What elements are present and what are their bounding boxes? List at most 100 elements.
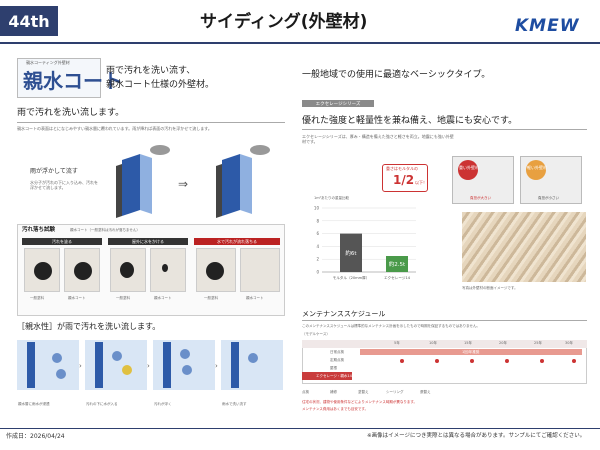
hydro-step-4: 雨水で洗い流す <box>222 402 247 406</box>
hydro-panel <box>17 340 79 390</box>
swatch-label-2: 親水コート <box>68 296 86 300</box>
y-tick-label: 6 <box>316 231 319 236</box>
series-tag: エクセレージシリーズ <box>302 100 374 107</box>
y-tick-label: 10 <box>314 206 320 211</box>
check-dot <box>572 359 576 363</box>
check-dot <box>505 359 509 363</box>
legend-2: 補修 <box>330 390 337 394</box>
swatch-label-5: 一般塗料 <box>204 296 218 300</box>
y-tick-label: 4 <box>316 244 319 249</box>
page-number-badge: 44th <box>0 6 58 36</box>
legend-3: 塗替え <box>358 390 369 394</box>
water-molecule <box>248 353 258 363</box>
maint-note-1: 住宅の状況、建物や使用条件などによりメンテナンス時期が異なります。 <box>302 400 418 404</box>
series-desc: エクセレージシリーズは、厚み・構造を備えた強さと軽さを両立。地震にも強い外壁材で… <box>302 134 454 145</box>
divider <box>17 122 285 123</box>
arrow-icon: › <box>79 362 82 370</box>
hydro-diagram: › › › <box>17 340 283 390</box>
hydro-panel <box>221 340 283 390</box>
intro-line-2: 親水コート仕様の外壁材。 <box>106 80 215 90</box>
page-number: 44th <box>8 11 50 31</box>
arrow-icon: ⇒ <box>178 177 188 191</box>
test-step-3: 水で汚れが流れ落ちる <box>194 238 280 245</box>
water-molecule <box>182 365 192 375</box>
check-dot <box>435 359 439 363</box>
wall-back-left <box>116 164 122 218</box>
light-house <box>520 156 582 204</box>
hydro-panel <box>153 340 215 390</box>
hydro-step-3: 汚れが浮く <box>154 402 172 406</box>
dirt-particle <box>122 365 132 375</box>
product-logo: 親水コーティング外壁材 親水コート <box>17 58 123 98</box>
swatch-label-3: 一般塗料 <box>116 296 130 300</box>
created-date: 作成日：2026/04/24 <box>6 433 65 440</box>
test-step-1: 汚れを塗る <box>22 238 102 245</box>
series-heading: 優れた強度と軽量性を兼ね備え、地震にも安心です。 <box>302 116 518 126</box>
stain <box>206 262 224 280</box>
year-label: 25年 <box>534 341 542 345</box>
heavy-badge <box>458 160 478 180</box>
right-intro: 一般地域での使用に最適なベーシックタイプ。 <box>302 70 491 80</box>
callout-pre: 重さはモルタルの <box>386 166 418 171</box>
maint-desc: このメンテナンススケジュールは標準的なメンテナンス計画を示したもので時期を保証す… <box>302 324 481 328</box>
wall-diagram: ⇒ <box>116 145 270 218</box>
wall-side-left <box>140 154 152 214</box>
data-label: 約2.5t <box>389 260 406 268</box>
chart-caption: 1m²あたりの重量比較 <box>314 196 350 200</box>
bar <box>386 256 408 272</box>
stain <box>162 264 168 272</box>
test-step-2: 屋外に水をかける <box>108 238 188 245</box>
check-dot <box>400 359 404 363</box>
wall-face-left <box>122 154 140 216</box>
row-label: 日常点検 <box>330 350 344 354</box>
flow-note: 水分子が汚れの下に入り込み、汚れを浮かせて流します。 <box>30 180 98 191</box>
footer-disclaimer: ※画像はイメージにつき実際とは異なる場合があります。サンプルにてご確認ください。 <box>367 433 586 439</box>
hydro-panel <box>85 340 147 390</box>
product-photo <box>462 212 586 282</box>
row-label: 定期点検 <box>330 358 344 362</box>
page-title: サイディング(外壁材) <box>200 12 368 32</box>
arrow-icon: › <box>215 362 218 370</box>
year-label: 20年 <box>499 341 507 345</box>
logo-main-text: 親水コート <box>23 69 123 93</box>
year-label: 10年 <box>429 341 437 345</box>
daily-bar-label: 1回/年推奨 <box>462 350 480 354</box>
legend-4: シーリング <box>386 390 404 394</box>
category-label: エクセレージ14 <box>384 275 411 280</box>
brand-logo: KMEW <box>515 16 580 36</box>
arrow-icon: › <box>147 362 150 370</box>
product-row-tag <box>302 372 352 380</box>
legend-1: 点検 <box>302 390 309 394</box>
swatch-label-6: 親水コート <box>246 296 264 300</box>
legend-5: 張替え <box>420 390 431 394</box>
hydro-step-2: 汚れの下に水が入る <box>86 402 118 406</box>
swatch-6 <box>240 248 280 292</box>
wall-layer <box>163 342 171 388</box>
year-label: 5年 <box>394 341 400 345</box>
daily-bar <box>360 349 582 355</box>
y-tick-label: 2 <box>316 257 319 262</box>
stain <box>120 262 134 278</box>
wall-layer <box>27 342 35 388</box>
test-title: 汚れ落ち試験 <box>22 227 56 233</box>
heavy-label: 重い外壁材 <box>459 165 479 170</box>
callout-post: 以下！ <box>415 180 427 185</box>
maint-model: （モデルケース） <box>302 332 330 336</box>
year-label: 30年 <box>565 341 573 345</box>
photo-caption: 写真は外壁材の断面イメージです。 <box>462 286 518 290</box>
wall-layer <box>231 342 239 388</box>
y-tick-label: 8 <box>316 218 319 223</box>
light-note: 負担が小さい <box>538 196 559 200</box>
cloud-icon <box>150 145 170 155</box>
footer-rule <box>0 428 600 429</box>
wall-face-right <box>222 154 240 216</box>
wall-layer <box>95 342 103 388</box>
stain <box>34 262 52 280</box>
cloud-icon <box>250 145 270 155</box>
maint-heading: メンテナンススケジュール <box>302 310 386 318</box>
swatch-label-1: 一般塗料 <box>30 296 44 300</box>
divider <box>302 129 587 130</box>
row-label: エクセレージ・親水14 <box>316 374 352 378</box>
water-molecule <box>56 369 66 379</box>
